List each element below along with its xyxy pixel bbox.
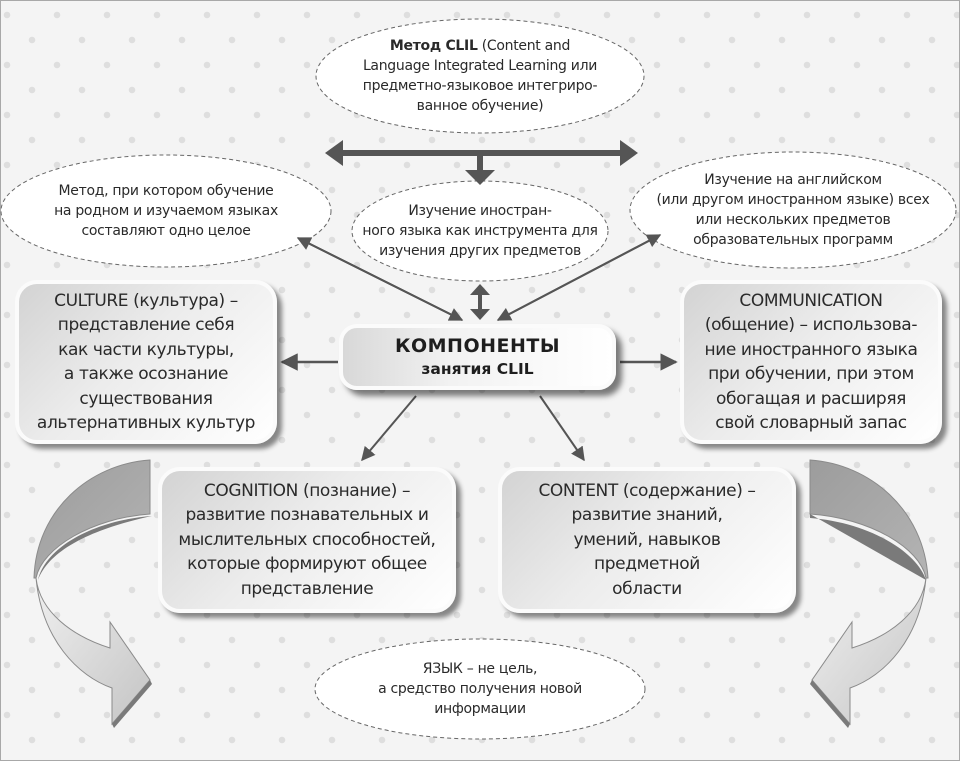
central-title: КОМПОНЕНТЫ: [394, 335, 561, 357]
central-subtitle: занятия CLIL: [421, 360, 534, 378]
double-arrow-horizontal: [325, 140, 638, 185]
curved-arrow-right: [809, 459, 929, 728]
method-clil-bold: Метод CLIL: [389, 38, 478, 54]
arrow-center-to-content: [539, 395, 585, 462]
ellipse-native-and-target: [0, 154, 332, 268]
component-content: CONTENT (содержание) – развитие знаний, …: [498, 467, 796, 613]
method-clil-note: Метод CLIL (Content and Language Integra…: [362, 38, 598, 114]
component-communication: COMMUNICATION (общение) – использова- ни…: [680, 280, 942, 444]
double-arrow-vertical: [470, 284, 490, 320]
arrow-right-ellipse-to-center: [496, 235, 659, 321]
definition-subjects-in-english: Изучение на английском (или другом иност…: [656, 172, 930, 248]
component-culture: CULTURE (культура) – представление себя …: [15, 280, 277, 444]
definition-language-as-tool: Изучение иностран- ного языка как инстру…: [362, 203, 598, 259]
definition-native-and-target: Метод, при котором обучение на родном и …: [54, 183, 278, 239]
ellipse-language-note: [314, 638, 646, 740]
ellipse-language-as-tool: [351, 180, 609, 282]
arrow-left-ellipse-to-center: [299, 238, 464, 321]
language-note: ЯЗЫК – не цель, а средство получения нов…: [378, 661, 582, 717]
ellipse-subjects-in-english: [629, 151, 957, 269]
curved-arrow-left: [33, 459, 152, 728]
ellipse-method-clil: [315, 18, 645, 134]
central-node-components: КОМПОНЕНТЫ занятия CLIL: [339, 324, 616, 390]
component-cognition: COGNITION (познание) – развитие познават…: [158, 467, 456, 613]
arrow-center-to-cognition: [361, 395, 417, 462]
